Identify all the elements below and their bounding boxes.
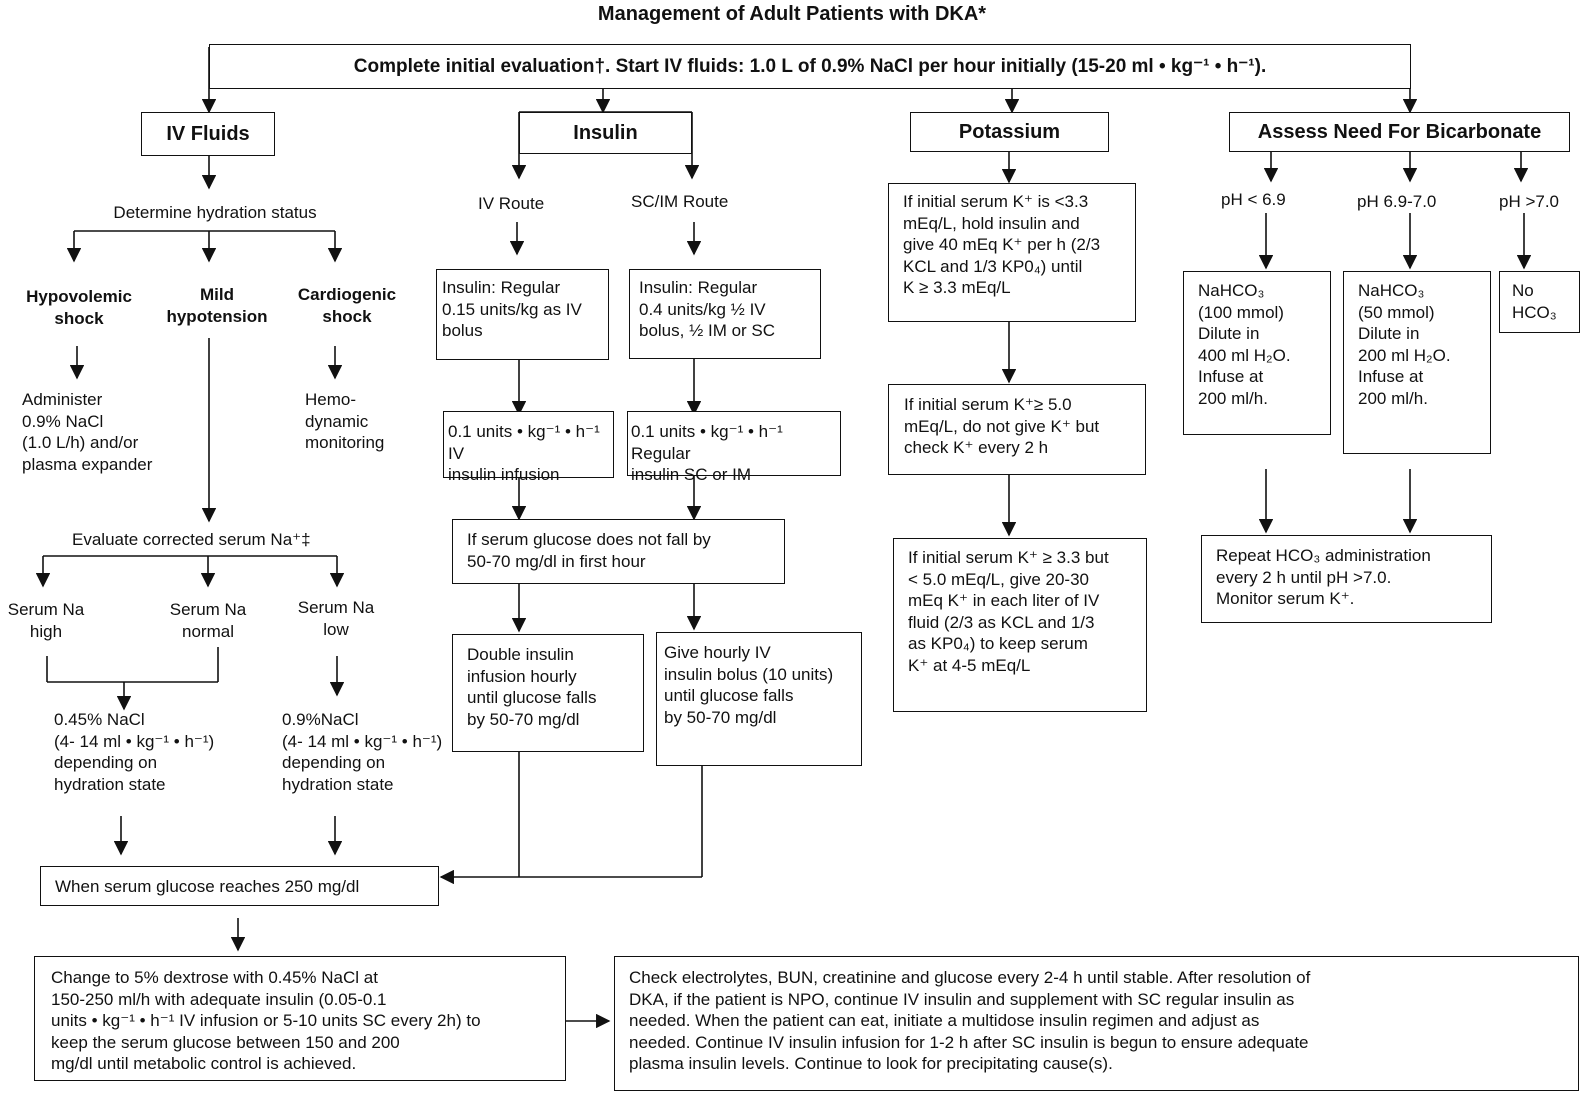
sc-infusion-box: 0.1 units • kg⁻¹ • h⁻¹ Regular insulin S… (627, 411, 841, 484)
check-electrolytes-box: Check electrolytes, BUN, creatinine and … (614, 956, 1579, 1091)
normal-saline-text: 0.9%NaCl (4- 14 ml • kg⁻¹ • h⁻¹) dependi… (282, 710, 443, 794)
repeat-bicarbonate-box: Repeat HCO₃ administration every 2 h unt… (1201, 535, 1492, 623)
glucose-check-box: If serum glucose does not fall by 50-70 … (452, 519, 785, 584)
bicarbonate-100-box: NaHCO₃ (100 mmol) Dilute in 400 ml H₂O. … (1183, 271, 1331, 435)
iv-bolus-box: Insulin: Regular 0.15 units/kg as IV bol… (436, 269, 609, 360)
evaluate-sodium-label: Evaluate corrected serum Na⁺‡ (72, 530, 311, 549)
change-dextrose-box: Change to 5% dextrose with 0.45% NaCl at… (34, 956, 566, 1081)
potassium-header: Potassium (910, 112, 1109, 152)
administer-nacl-text: Administer 0.9% NaCl (1.0 L/h) and/or pl… (22, 390, 153, 474)
double-insulin-box: Double insulin infusion hourly until glu… (452, 634, 644, 752)
cardiogenic-shock-label: Cardiogenic shock (297, 285, 397, 326)
mild-hypotension-label: Mild hypotension (166, 285, 268, 326)
ph-high-label: pH >7.0 (1499, 192, 1560, 211)
page-title: Management of Adult Patients with DKA* (597, 3, 987, 25)
iv-route-label: IV Route (478, 194, 545, 213)
ph-mid-label: pH 6.9-7.0 (1357, 192, 1437, 211)
no-bicarbonate-box: No HCO₃ (1499, 271, 1580, 333)
potassium-low-box: If initial serum K⁺ is <3.3 mEq/L, hold … (888, 183, 1136, 322)
potassium-mid-box: If initial serum K⁺ ≥ 3.3 but < 5.0 mEq/… (893, 538, 1147, 712)
initial-evaluation-box: Complete initial evaluation†. Start IV f… (209, 44, 1411, 89)
bicarbonate-header: Assess Need For Bicarbonate (1229, 112, 1570, 152)
glucose-250-box: When serum glucose reaches 250 mg/dl (40, 866, 439, 906)
sodium-high-label: Serum Na high (7, 600, 85, 641)
hypovolemic-shock-label: Hypovolemic shock (26, 287, 132, 328)
hourly-bolus-box: Give hourly IV insulin bolus (10 units) … (656, 632, 862, 766)
sodium-low-label: Serum Na low (297, 598, 375, 639)
sc-bolus-box: Insulin: Regular 0.4 units/kg ½ IV bolus… (629, 269, 821, 359)
sodium-normal-label: Serum Na normal (169, 600, 247, 641)
half-normal-saline-text: 0.45% NaCl (4- 14 ml • kg⁻¹ • h⁻¹) depen… (54, 710, 215, 794)
sc-im-route-label: SC/IM Route (631, 192, 729, 211)
hydration-status-label: Determine hydration status (113, 203, 317, 222)
insulin-header: Insulin (519, 112, 692, 154)
iv-infusion-box: 0.1 units • kg⁻¹ • h⁻¹ IV insulin infusi… (443, 411, 614, 484)
hemodynamic-monitoring-text: Hemo- dynamic monitoring (305, 390, 385, 452)
iv-fluids-header: IV Fluids (141, 112, 275, 156)
potassium-high-box: If initial serum K⁺≥ 5.0 mEq/L, do not g… (888, 384, 1146, 475)
ph-low-label: pH < 6.9 (1221, 190, 1286, 209)
bicarbonate-50-box: NaHCO₃ (50 mmol) Dilute in 200 ml H₂O. I… (1343, 271, 1491, 454)
